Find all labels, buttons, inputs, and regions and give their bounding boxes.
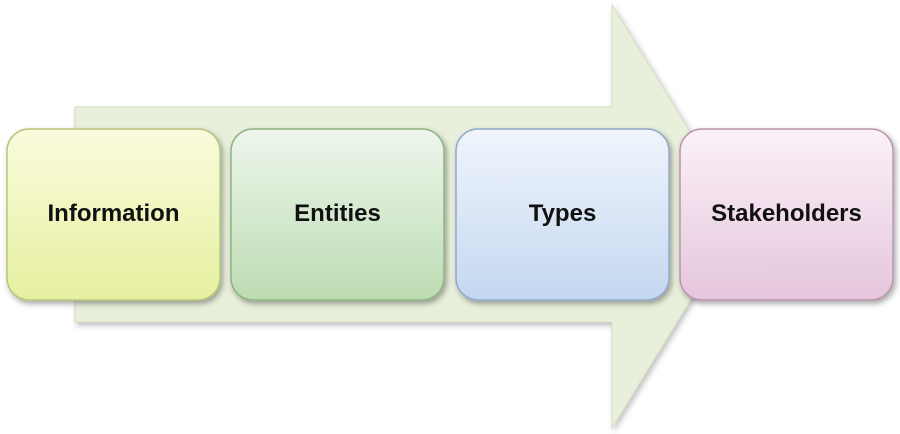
step-box-information-shape xyxy=(6,128,221,301)
step-label-types: Types xyxy=(529,200,597,227)
step-box-types-shape xyxy=(455,128,670,301)
step-box-entities-shape xyxy=(230,128,445,301)
step-box-information: Information xyxy=(6,128,221,301)
step-box-stakeholders-shape xyxy=(679,128,894,301)
step-box-stakeholders: Stakeholders xyxy=(679,128,894,301)
step-box-entities: Entities xyxy=(230,128,445,301)
step-label-stakeholders: Stakeholders xyxy=(711,200,862,227)
step-box-types: Types xyxy=(455,128,670,301)
step-label-entities: Entities xyxy=(294,200,381,227)
step-label-information: Information xyxy=(48,200,180,227)
